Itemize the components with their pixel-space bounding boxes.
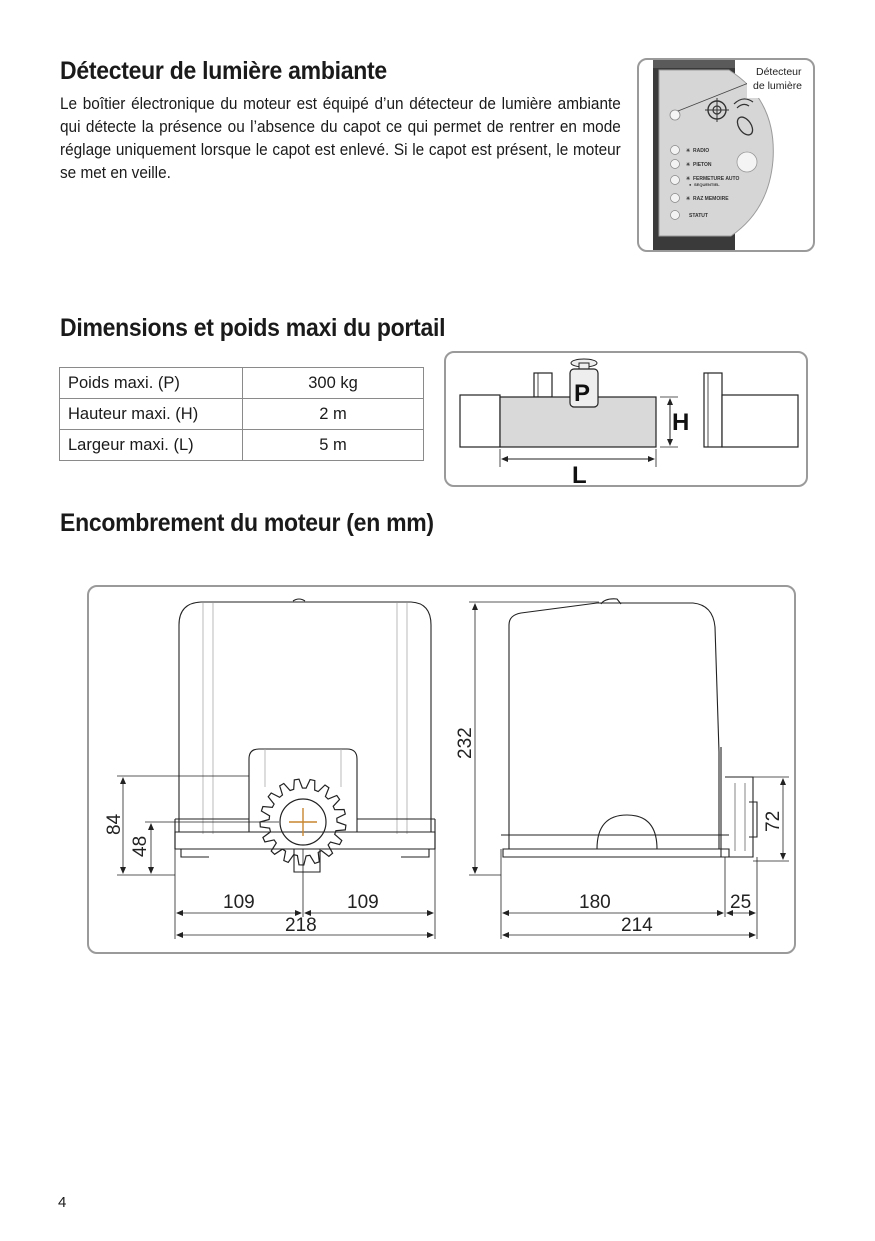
led-label-pieton-text: PIETON xyxy=(693,162,712,168)
dim-180: 180 xyxy=(579,892,611,913)
led-label-radio-text: RADIO xyxy=(693,148,709,154)
weight-label: P xyxy=(574,380,590,407)
dim-109-left: 109 xyxy=(223,892,255,913)
led-label-sequentiel-text: SEQUENTIEL xyxy=(694,182,720,187)
led-label-statut-text: STATUT xyxy=(689,213,708,219)
table-row: Hauteur maxi. (H) 2 m xyxy=(59,398,424,430)
table-cell-label: Largeur maxi. (L) xyxy=(59,429,243,461)
gate-limits-table: Poids maxi. (P) 300 kg Hauteur maxi. (H)… xyxy=(59,367,424,461)
table-cell-label: Hauteur maxi. (H) xyxy=(59,398,243,430)
dim-109-right: 109 xyxy=(347,892,379,913)
light-sensor-figure: ✳ RADIO ✳ PIETON ✳ FERMETURE AUTO ● SEQU… xyxy=(637,58,815,252)
led-label-radio: ✳ xyxy=(686,148,691,154)
led-label-fermeture-text: FERMETURE AUTO xyxy=(693,176,740,182)
page-number: 4 xyxy=(58,1194,67,1211)
dim-48: 48 xyxy=(130,836,151,857)
callout-de-lumiere: de lumière xyxy=(753,80,802,92)
section-title-light-sensor: Détecteur de lumière ambiante xyxy=(60,57,387,85)
table-cell-value: 5 m xyxy=(242,429,424,461)
table-row: Largeur maxi. (L) 5 m xyxy=(59,429,424,461)
control-panel-illustration: ✳ RADIO ✳ PIETON ✳ FERMETURE AUTO ● SEQU… xyxy=(653,60,811,250)
table-cell-value: 2 m xyxy=(242,398,424,430)
led-label-raz-text: RAZ MEMOIRE xyxy=(693,196,729,202)
svg-text:✳: ✳ xyxy=(686,176,691,182)
light-sensor-paragraph: Le boîtier électronique du moteur est éq… xyxy=(60,95,621,182)
svg-text:✳: ✳ xyxy=(686,196,691,202)
motor-drawing: 84 48 109 109 218 xyxy=(104,598,789,939)
dim-214: 214 xyxy=(621,915,653,936)
section-title-gate-dimensions: Dimensions et poids maxi du portail xyxy=(60,314,446,342)
dim-218: 218 xyxy=(285,915,317,936)
table-row: Poids maxi. (P) 300 kg xyxy=(59,367,424,399)
gate-diagram-figure: P H L xyxy=(444,351,808,489)
sensor-led xyxy=(669,109,681,121)
table-cell-label: Poids maxi. (P) xyxy=(59,367,243,399)
dim-72: 72 xyxy=(763,811,784,832)
dim-84: 84 xyxy=(104,813,125,835)
dim-25: 25 xyxy=(730,892,751,913)
motor-dimensions-figure: 84 48 109 109 218 xyxy=(87,585,796,954)
length-label: L xyxy=(572,462,587,485)
dim-232: 232 xyxy=(455,727,476,759)
section-title-motor-size: Encombrement du moteur (en mm) xyxy=(60,509,434,537)
svg-text:●: ● xyxy=(689,182,692,187)
table-cell-value: 300 kg xyxy=(242,367,424,399)
callout-detecteur: Détecteur xyxy=(756,66,802,78)
gate-diagram: P H L xyxy=(459,358,799,489)
height-label: H xyxy=(672,409,689,436)
svg-text:✳: ✳ xyxy=(686,162,691,168)
